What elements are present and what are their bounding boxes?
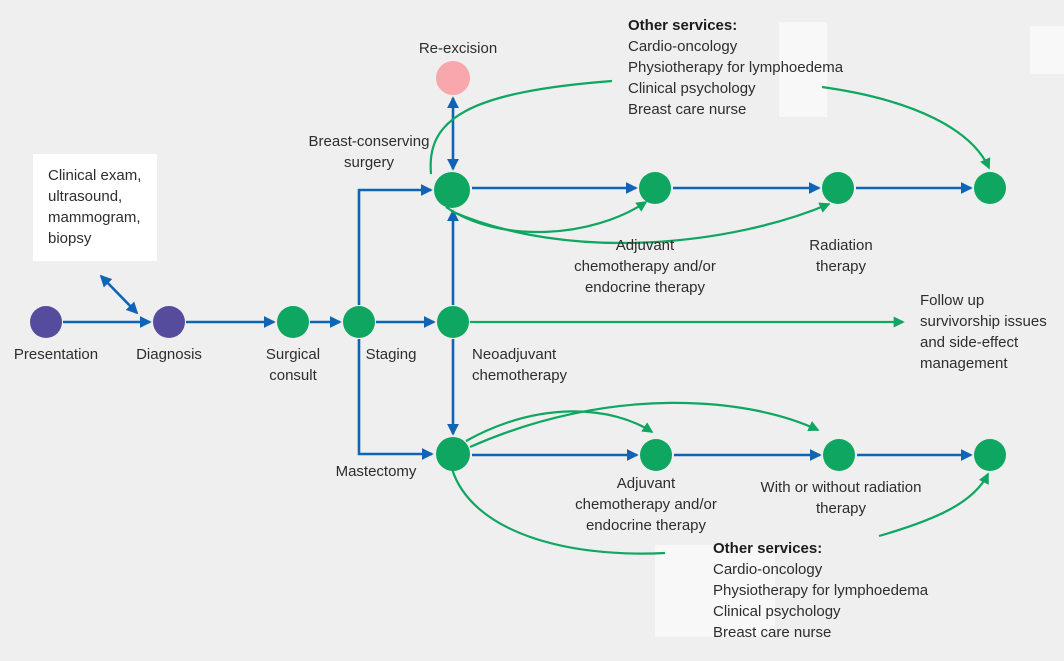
node-diagnosis (153, 306, 185, 338)
edge-mastectomy-other-services-bottom (450, 468, 666, 555)
node-surgical-consult (277, 306, 309, 338)
edge-staging-bcs (357, 184, 433, 305)
node-re-excision (436, 61, 470, 95)
edge-bcs-adjuvant-top-curve (445, 201, 648, 234)
node-mastectomy (436, 437, 470, 471)
edge-bcs-radiation-curve (450, 202, 831, 245)
edge-bcs-other-services-top (429, 79, 613, 175)
background-patch (779, 22, 827, 117)
background-patch (655, 545, 775, 637)
node-adjuvant-therapy-top (639, 172, 671, 204)
node-with-without-radiation (823, 439, 855, 471)
node-presentation (30, 306, 62, 338)
node-neoadjuvant-chemotherapy (437, 306, 469, 338)
edge-mastectomy-adjuvant-bottom-curve (465, 410, 654, 442)
edge-diagnosis-workup-box (99, 274, 139, 315)
node-breast-conserving-surgery (434, 172, 470, 208)
edge-mastectomy-wwr-curve (469, 401, 820, 449)
edge-other-services-bottom-end-bottom (878, 472, 989, 538)
edge-other-services-top-end-top (821, 85, 991, 170)
node-adjuvant-therapy-bottom (640, 439, 672, 471)
background-patch (1030, 26, 1064, 74)
edge-staging-mastectomy (357, 339, 434, 460)
node-end-bottom (974, 439, 1006, 471)
node-staging (343, 306, 375, 338)
node-end-top (974, 172, 1006, 204)
node-radiation-therapy (822, 172, 854, 204)
